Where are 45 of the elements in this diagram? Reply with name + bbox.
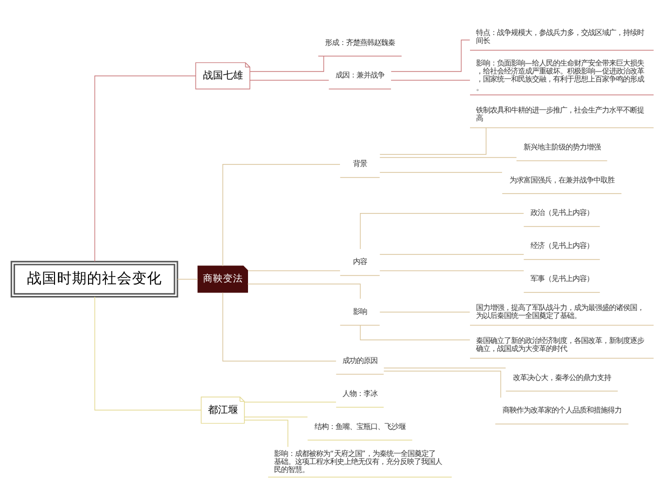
connector xyxy=(247,283,361,299)
connector xyxy=(244,416,308,417)
node-text: 成因：兼并战争 xyxy=(335,70,384,80)
node-text: 经济（见书上内容） xyxy=(530,240,594,250)
node-text: 商鞅作为改革家的个人品质和措施得力 xyxy=(502,405,622,414)
node-text: 内容 xyxy=(352,256,367,266)
connector xyxy=(250,79,330,80)
connector xyxy=(384,367,506,368)
connector xyxy=(379,270,524,271)
node-text: 国力增强，提高了军队战斗力，成为最强盛的诸侯国，为以后秦国统一全国奠定了基础。 xyxy=(476,302,644,320)
connector xyxy=(177,278,198,280)
node-text: 影响：负面影响—给人民的生命财产安全带来巨大损失，给社会经济造成严重破坏。积极影响—促进政治改革，国家统一和民族交融，有利于思想上百家争鸣的形成。 xyxy=(476,58,644,92)
connector xyxy=(244,401,336,402)
node-text: 为求富国强兵，在兼并战争中取胜 xyxy=(509,174,614,184)
connector xyxy=(383,370,502,398)
node-box: 战国时期的社会变化 xyxy=(10,260,178,297)
connector xyxy=(94,75,196,262)
connector xyxy=(379,253,524,254)
connector xyxy=(390,39,470,72)
connector xyxy=(248,270,340,271)
node-text: 特点：战争规模大，参战兵力多，交战区域广，持续时间长 xyxy=(476,27,644,44)
connector xyxy=(250,55,324,72)
connector xyxy=(94,296,202,410)
connector xyxy=(360,324,470,340)
node-text: 形成：齐楚燕韩赵魏秦 xyxy=(324,37,395,46)
connector xyxy=(222,292,336,361)
node-text: 军事（见书上内容） xyxy=(530,274,594,283)
connector xyxy=(244,419,288,447)
node-text: 秦国确立了新的政治经济制度，各国改革，新制度逐步确立，战国成为大变革的时代 xyxy=(476,335,644,352)
node-text: 政治（见书上内容） xyxy=(530,208,594,217)
node-text: 背景 xyxy=(352,158,367,168)
connector xyxy=(390,79,470,80)
connector xyxy=(222,164,340,266)
node-text: 改革决心大，秦孝公的鼎力支持 xyxy=(512,372,611,382)
node-text: 新兴地主阶级的势力增强 xyxy=(523,142,600,151)
node-text: 结构：鱼嘴、宝瓶口、飞沙堰 xyxy=(314,421,406,430)
node-text: 人物：李冰 xyxy=(342,388,378,398)
node-text: 影响 xyxy=(352,306,367,316)
node-text: 影响：成都被称为“天府之国”，为秦统一全国奠定了基础。这项工程水利史上绝无仅有，充分反映了我国人民的智慧。 xyxy=(274,448,442,474)
connector xyxy=(380,127,486,154)
node-text: 铁制农具和牛耕的进一步推广，社会生产力水平不断提高 xyxy=(476,104,644,122)
node-text: 成功的原因 xyxy=(342,355,378,364)
connector xyxy=(360,212,524,249)
connector xyxy=(379,311,470,312)
connector xyxy=(379,156,517,158)
